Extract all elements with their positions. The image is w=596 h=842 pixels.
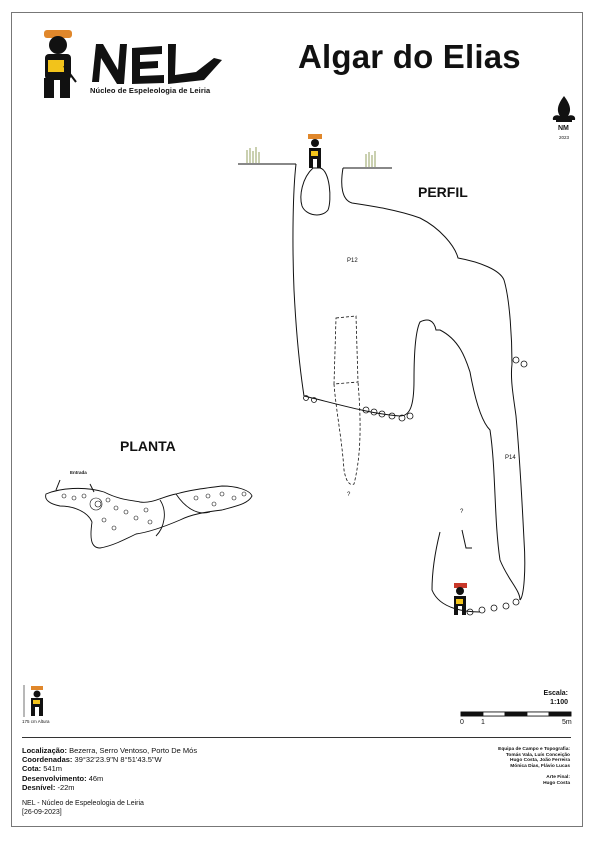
coords-value: 39°32'23.9"N 8°51'43.5"W — [74, 755, 162, 765]
nm-year: 2023 — [559, 135, 570, 140]
entrance-label: Entrada — [70, 470, 87, 475]
logo-subtitle: Núcleo de Espeleologia de Leiria — [90, 86, 211, 95]
caver-figure-top-icon — [308, 134, 322, 168]
grass-icon — [246, 147, 376, 167]
scale-title-text: Escala: — [543, 690, 568, 697]
logo-mascot-icon — [44, 30, 77, 98]
pitch-p12-label: P12 — [347, 258, 358, 264]
team-title: Equipa de Campo e Topografia: — [498, 747, 570, 752]
scale-tick-1: 1 — [481, 719, 485, 726]
profile-dashed-passage — [333, 315, 361, 485]
profile-label: PERFIL — [418, 184, 468, 200]
pitch-p14-label: P14 — [505, 455, 516, 461]
divider-line — [22, 737, 571, 738]
location-key: Localização: — [22, 746, 68, 755]
footer: NEL - Núcleo de Espeleologia de Leiria [… — [22, 800, 144, 817]
plan-cave-outline — [45, 485, 253, 549]
scale-tick-5: 5m — [562, 719, 572, 726]
footer-org: NEL - Núcleo de Espeleologia de Leiria — [22, 800, 144, 807]
page-title: Algar do Elias — [298, 38, 521, 75]
plan-entrance-marker — [55, 479, 95, 493]
surface-line — [238, 163, 392, 169]
depth-key: Desnível: — [22, 782, 56, 792]
team-line-3: Mónica Dias, Flávio Lucas — [510, 763, 570, 769]
cave-info: Localização: Bezerra, Serro Ventoso, Por… — [22, 746, 197, 792]
depth-value: -22m — [57, 782, 75, 792]
fleur-de-lis-icon — [552, 96, 576, 122]
scale-ratio: 1:100 — [550, 699, 568, 706]
scale-tick-0: 0 — [460, 719, 464, 726]
location-value: Bezerra, Serro Ventoso, Porto De Mós — [69, 746, 198, 755]
credits: Equipa de Campo e Topografia: Tomás Vala… — [498, 747, 570, 787]
development-key: Desenvolvimento: — [22, 773, 87, 783]
cota-value: 541m — [43, 764, 63, 774]
logo-lettering-icon — [92, 44, 222, 84]
page-frame — [11, 12, 583, 827]
team-line-2: Hugo Costa, João Ferreira — [510, 758, 570, 764]
footer-date: [26-09-2023] — [22, 808, 62, 816]
team-line-1: Tomás Vala, Luís Conceição — [505, 752, 570, 758]
scale-title: Escala: 1:100 — [543, 689, 568, 707]
caver-figure-bottom-icon — [454, 583, 467, 615]
art-title: Arte Final: — [546, 775, 570, 781]
plan-label: PLANTA — [120, 438, 176, 454]
profile-rocks — [303, 356, 528, 616]
reference-figure-icon — [23, 685, 43, 717]
unknown-passage-1: ? — [347, 492, 351, 498]
scale-bar — [460, 711, 572, 717]
nm-mark: NM — [558, 125, 569, 132]
cota-key: Cota: — [22, 764, 42, 774]
coords-key: Coordenadas: — [22, 755, 73, 765]
unknown-passage-2: ? — [460, 509, 464, 515]
development-value: 46m — [88, 773, 104, 783]
art-name: Hugo Costa — [543, 780, 570, 786]
profile-cave-outline — [292, 163, 526, 613]
plan-rock-fill — [61, 491, 247, 531]
reference-height-label: 175 cm Altura — [22, 719, 50, 724]
